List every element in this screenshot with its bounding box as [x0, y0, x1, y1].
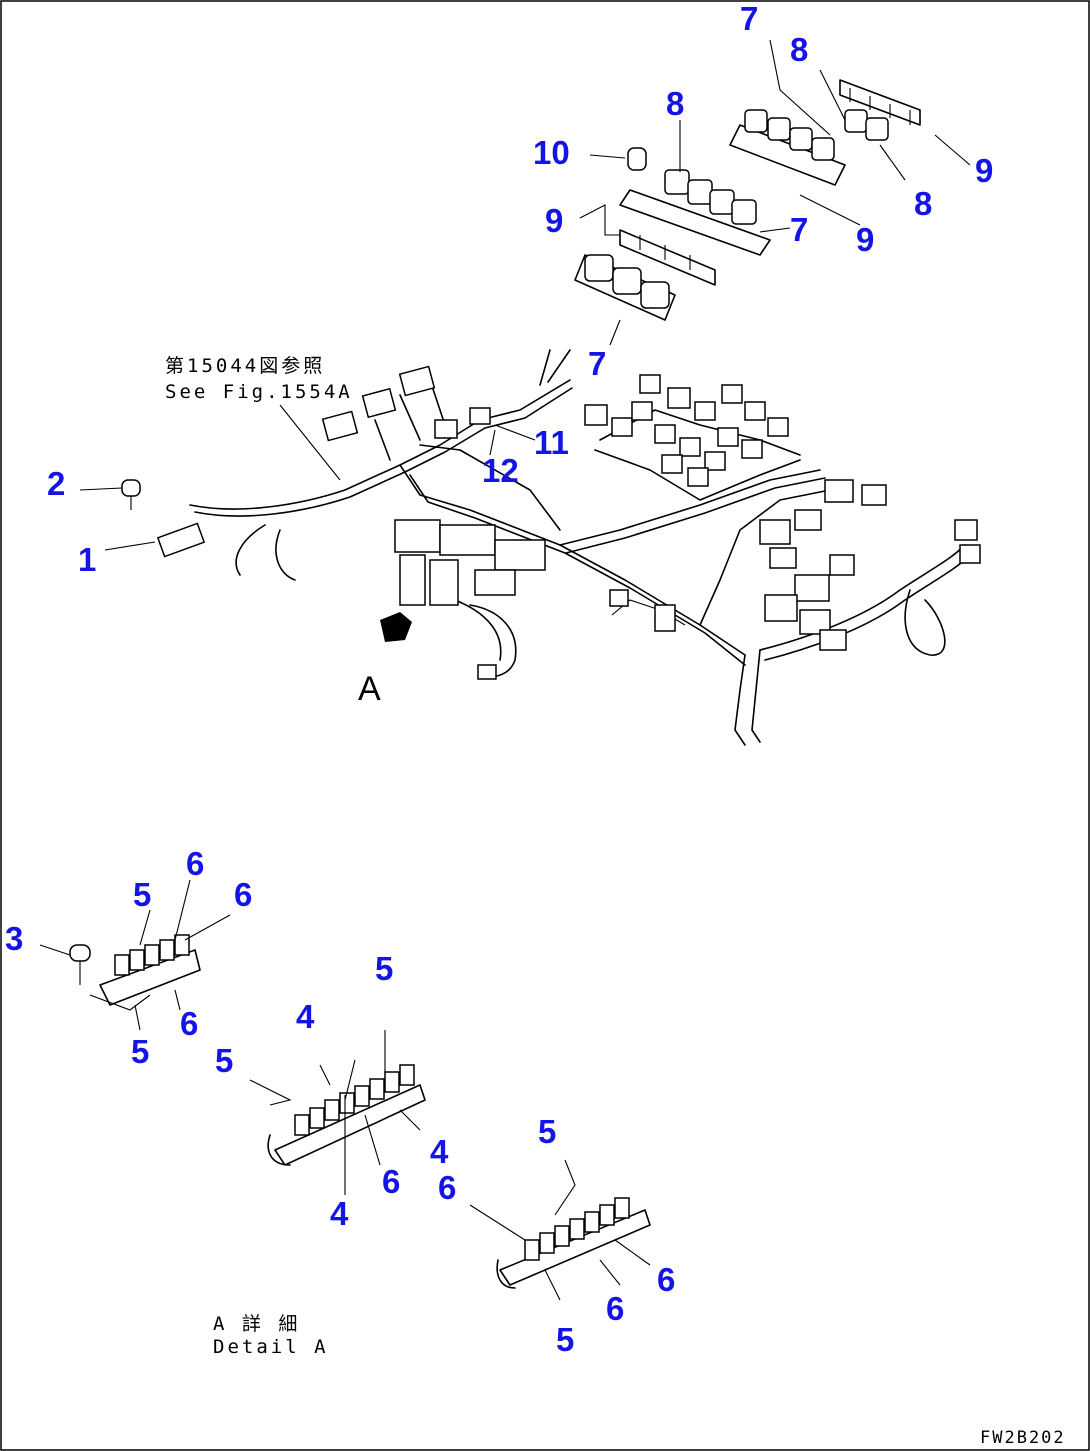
relay-block-upper-middle: [619, 169, 771, 286]
callout-4: 4: [296, 998, 315, 1035]
callout-5: 5: [556, 1321, 574, 1358]
detail-label-en: Detail A: [213, 1336, 329, 1358]
callout-6: 6: [657, 1261, 675, 1298]
callout-7: 7: [740, 0, 758, 37]
callout-6: 6: [606, 1290, 624, 1327]
callout-9: 9: [545, 202, 563, 239]
fuse-block-detail-3: [496, 1197, 651, 1289]
callout-7: 7: [790, 211, 808, 248]
callout-2: 2: [47, 465, 65, 502]
fuse-block-detail-2: [267, 1064, 426, 1166]
part-callouts: 1 2 3 4 4 4 5 5 5 5 5 5 6 6 6 6 6 6 6 7 …: [5, 0, 993, 1358]
callout-6: 6: [186, 845, 204, 882]
callout-3: 3: [5, 920, 23, 957]
drawing-code: FW2B202: [980, 1428, 1066, 1448]
detail-label-jp: A 詳 細: [213, 1313, 300, 1335]
reference-note-jp: 第15044図参照: [165, 355, 325, 377]
callout-5: 5: [133, 876, 151, 913]
view-arrow-a: [380, 612, 412, 642]
callout-10: 10: [533, 134, 570, 171]
callout-11: 11: [534, 424, 569, 461]
callout-4: 4: [430, 1133, 449, 1170]
callout-5: 5: [375, 950, 393, 987]
harness-connectors: [121, 147, 981, 680]
callout-6: 6: [382, 1163, 400, 1200]
callout-9: 9: [856, 221, 874, 258]
main-harness: [189, 349, 971, 746]
callout-1: 1: [78, 541, 96, 578]
callout-5: 5: [538, 1113, 556, 1150]
callout-5: 5: [215, 1042, 233, 1079]
callout-12: 12: [482, 452, 519, 489]
callout-5: 5: [131, 1033, 149, 1070]
callout-7: 7: [588, 345, 606, 382]
callout-6: 6: [438, 1169, 456, 1206]
leader-lines: [39, 39, 971, 1301]
reference-note-en: See Fig.1554A: [165, 381, 353, 403]
callout-9: 9: [975, 152, 993, 189]
callout-6: 6: [234, 876, 252, 913]
fuse-block-detail-1: [69, 934, 201, 1011]
callout-8: 8: [666, 85, 684, 122]
callout-6: 6: [180, 1005, 198, 1042]
callout-8: 8: [914, 185, 932, 222]
callout-8: 8: [790, 31, 808, 68]
callout-4: 4: [330, 1195, 349, 1232]
relay-block-middle: [574, 254, 676, 321]
view-label-a: A: [358, 670, 381, 708]
relay-block-upper-right: [729, 79, 921, 186]
